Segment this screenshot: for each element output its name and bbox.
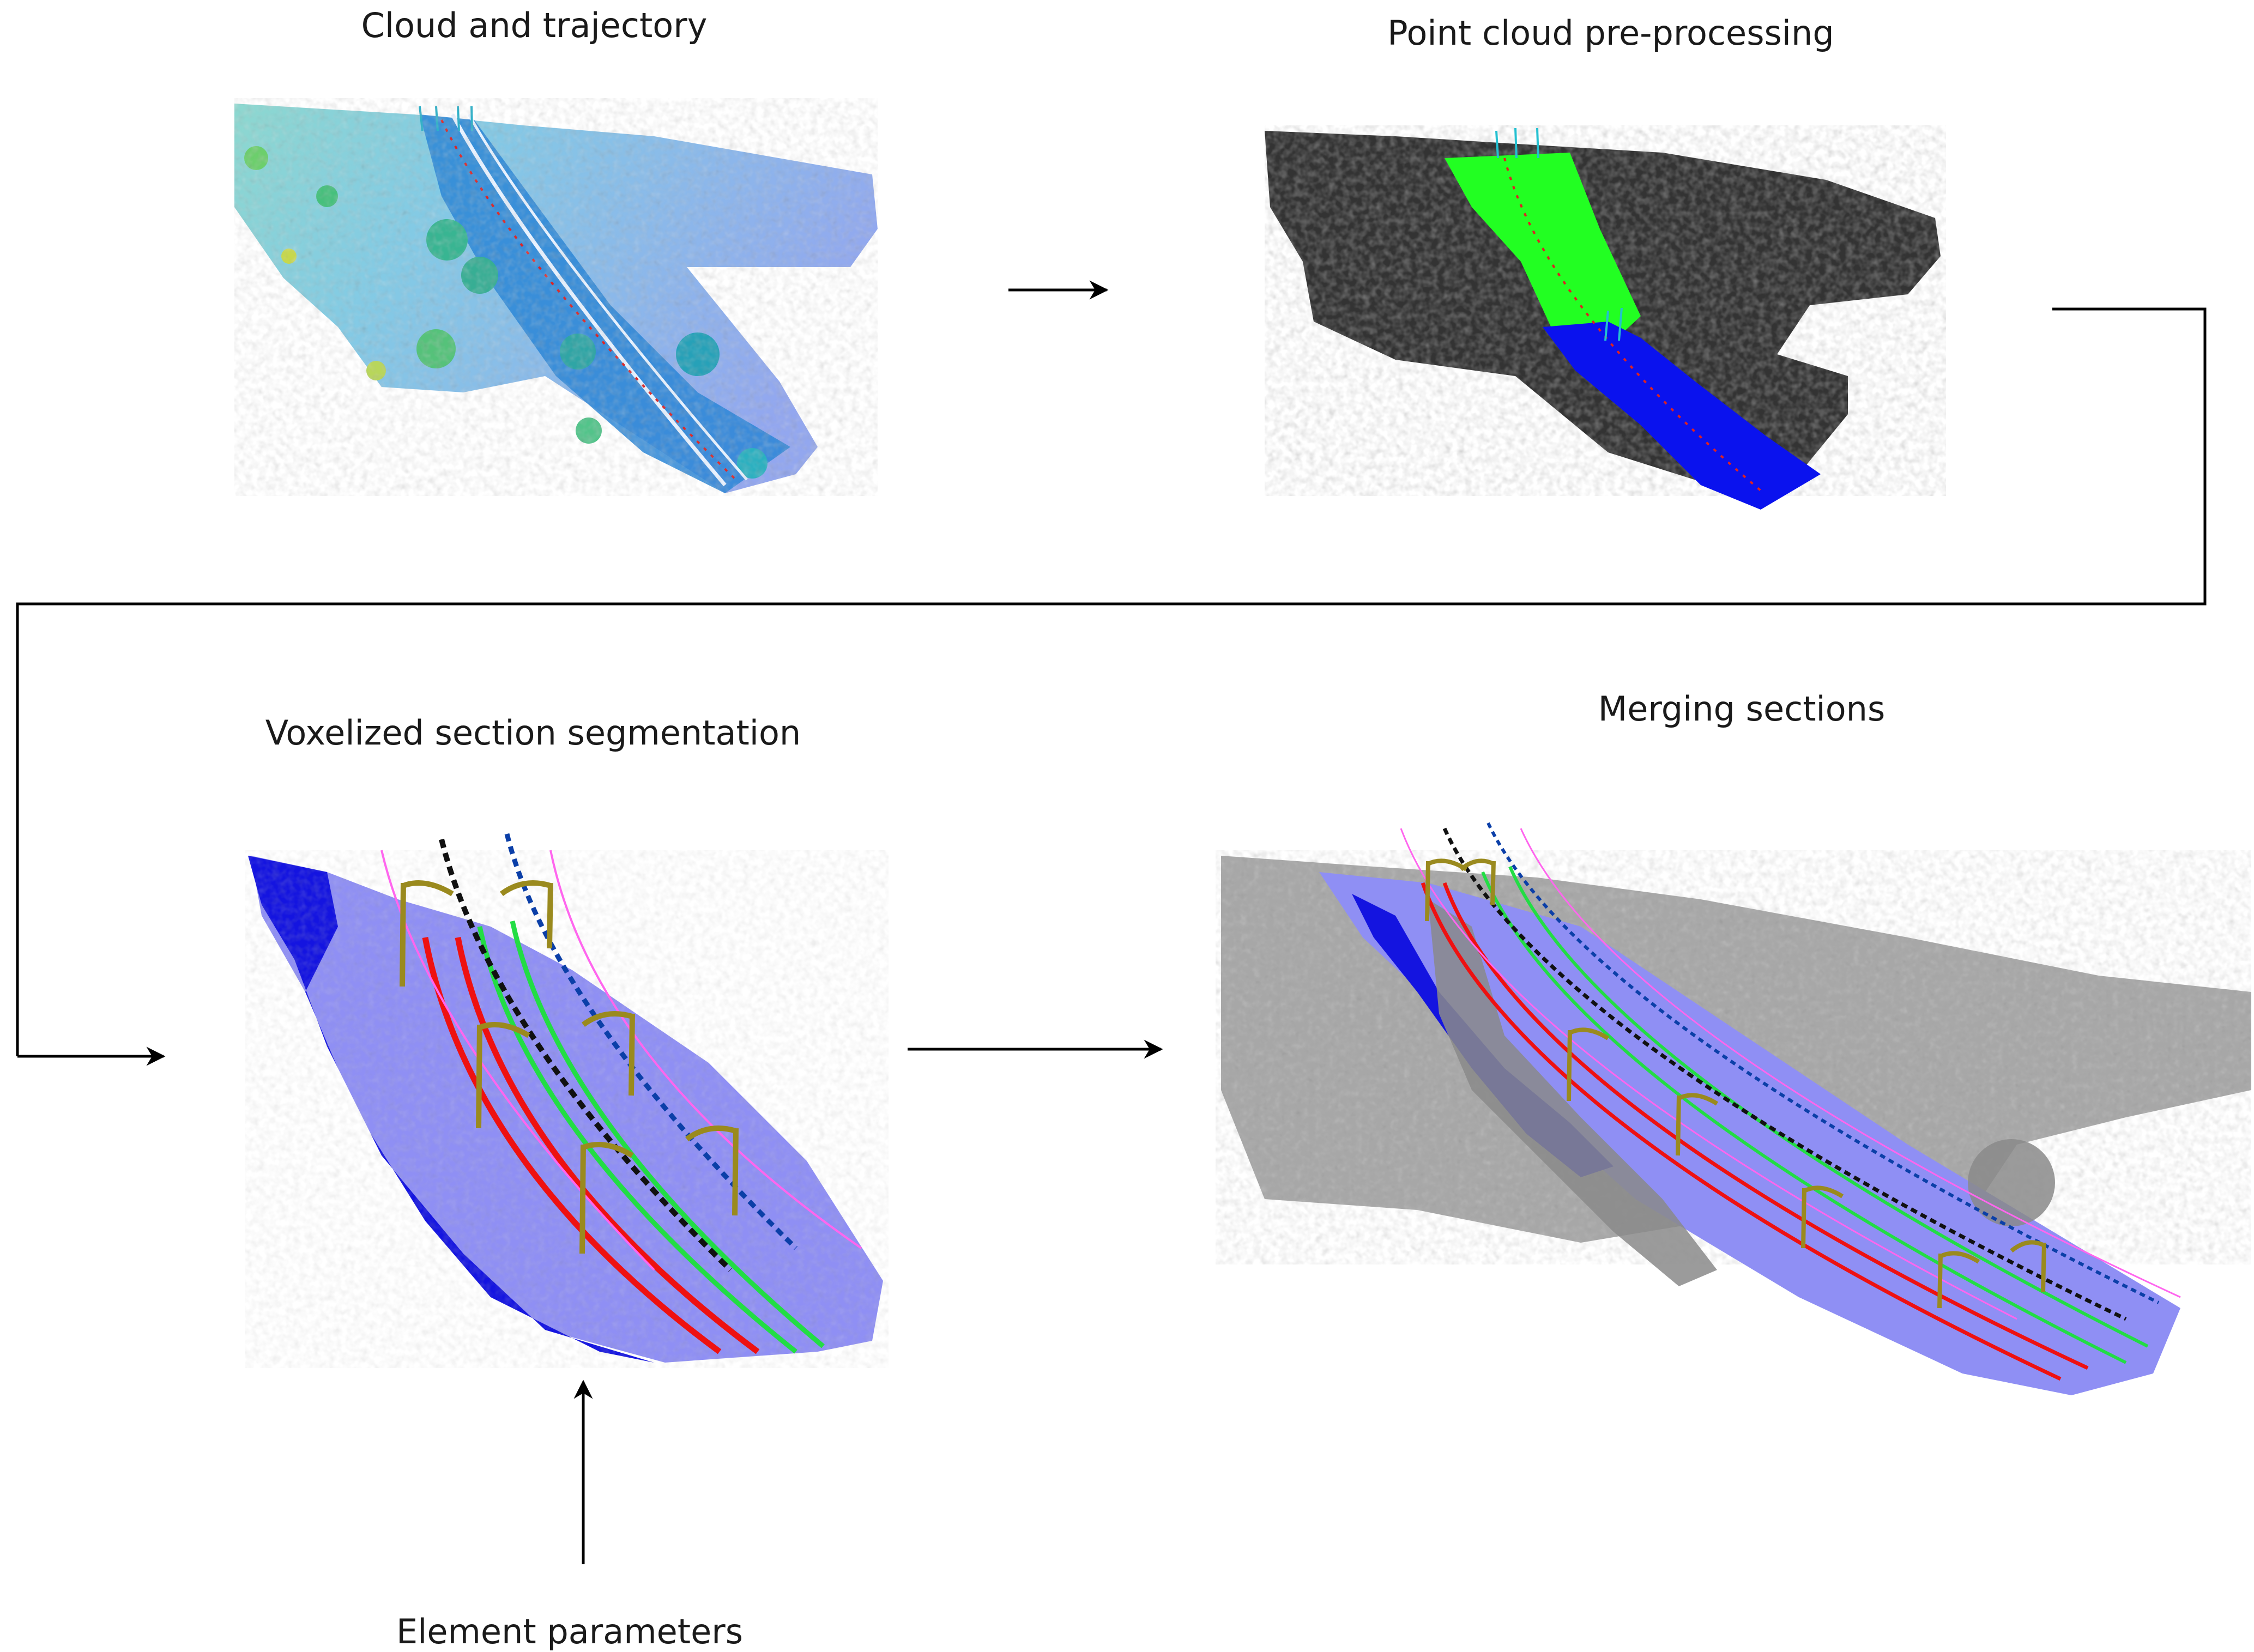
- green-segment: [1445, 153, 1641, 349]
- panel-point-cloud-preprocessing: [1265, 125, 1946, 510]
- wire-magenta: [549, 850, 862, 1249]
- trajectory-line: [1503, 158, 1762, 492]
- panel-cloud-and-trajectory: [234, 98, 878, 496]
- label-element-parameters: Element parameters: [396, 1612, 743, 1651]
- wire-magenta: [1520, 828, 2181, 1298]
- label-cloud-and-trajectory: Cloud and trajectory: [361, 5, 708, 45]
- flow-arrows: [16, 280, 2207, 1564]
- label-voxelized-section-segmentation: Voxelized section segmentation: [265, 713, 801, 753]
- wire-magenta: [1400, 828, 2017, 1320]
- rail-green: [1508, 866, 2149, 1348]
- connector-preprocess-to-voxel: [16, 307, 2207, 1056]
- wire-magenta: [380, 850, 655, 1271]
- gray-occluders: [1428, 899, 1717, 1286]
- catenary-poles: [1425, 858, 2046, 1309]
- mast-lines: [1495, 128, 1623, 341]
- rail-green: [477, 926, 797, 1354]
- catenary-wire: [439, 838, 733, 1272]
- light-blue-ground: [1319, 872, 2180, 1395]
- panel-merging-sections: [1216, 822, 2251, 1395]
- label-merging-sections: Merging sections: [1598, 689, 1886, 729]
- catenary-wire: [1442, 827, 2127, 1321]
- catenary-wire: [1486, 822, 2160, 1304]
- rail-green: [1481, 871, 2127, 1364]
- blue-segment: [1543, 322, 1821, 510]
- rail-red: [1442, 882, 2089, 1370]
- label-point-cloud-preprocessing: Point cloud pre-processing: [1387, 13, 1834, 53]
- catenary-poles: [400, 880, 739, 1254]
- rail-green: [510, 921, 825, 1348]
- tree-blob: [1968, 1139, 2055, 1226]
- panel-voxelized-section-segmentation: [245, 833, 889, 1368]
- rail-red: [455, 936, 760, 1354]
- rail-red: [422, 936, 722, 1354]
- rail-red: [1421, 882, 2062, 1381]
